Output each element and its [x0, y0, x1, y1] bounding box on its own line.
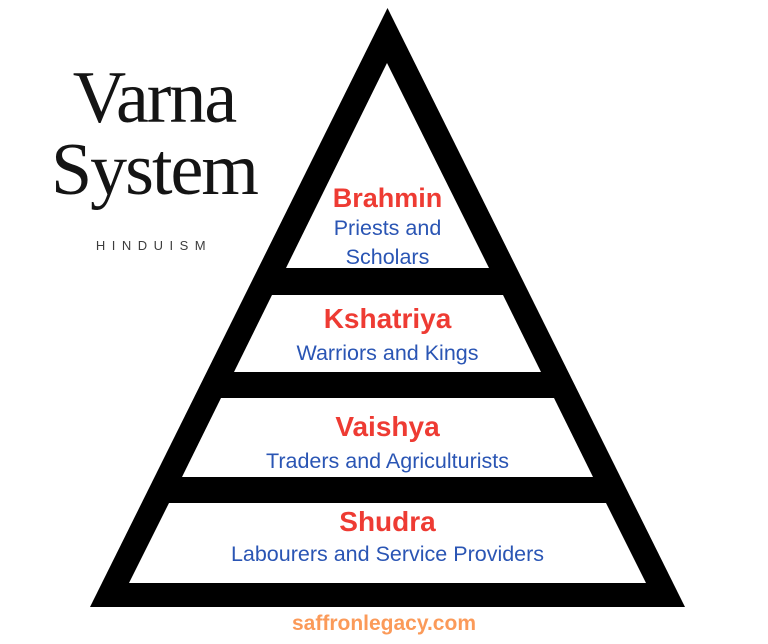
- level-1-name: Brahmin: [332, 183, 443, 213]
- title-subtitle: HINDUISM: [95, 238, 213, 253]
- level-1-description: Priests and Scholars: [90, 214, 685, 272]
- varna-pyramid-diagram: Brahmin Priests and Scholars Kshatriya W…: [90, 8, 685, 607]
- level-1-description-text: Priests and Scholars: [333, 216, 442, 269]
- pyramid-level-2-shape: [234, 295, 541, 372]
- level-3-description: Traders and Agriculturists: [266, 449, 509, 473]
- title-line-1: Varna: [72, 57, 238, 139]
- level-3-name: Vaishya: [335, 411, 440, 442]
- title-line-2: System: [51, 129, 259, 211]
- pyramid-level-3-shape: [182, 398, 593, 477]
- website-footer: saffronlegacy.com: [291, 612, 476, 635]
- pyramid-level-4-shape: [129, 503, 646, 583]
- level-2-description: Warriors and Kings: [296, 341, 479, 365]
- level-2-name: Kshatriya: [323, 303, 452, 334]
- level-4-name: Shudra: [339, 506, 436, 537]
- page-title: Varna System: [14, 57, 294, 211]
- level-4-description: Labourers and Service Providers: [230, 542, 545, 566]
